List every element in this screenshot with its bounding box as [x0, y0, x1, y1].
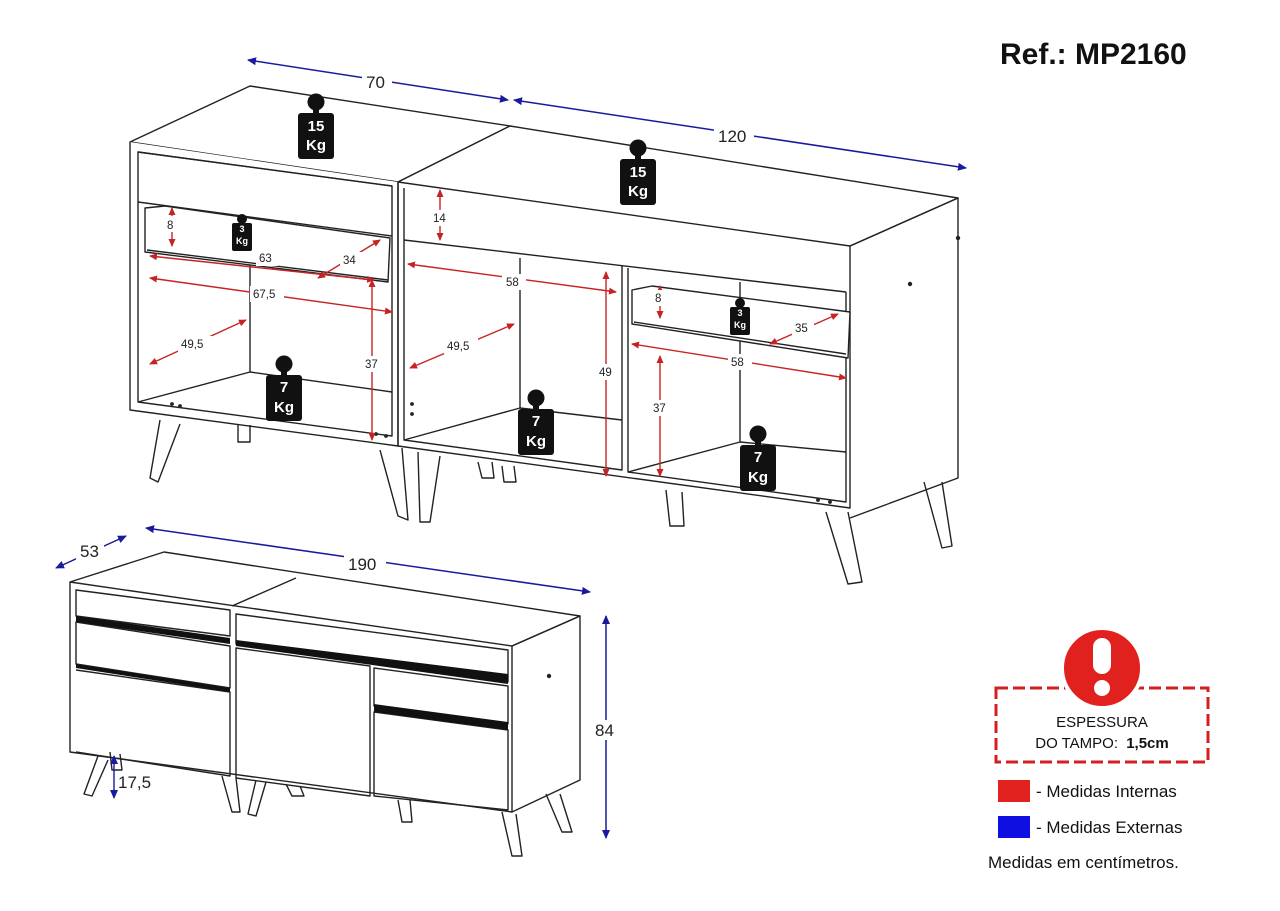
- warning-line2-value: 1,5cm: [1126, 735, 1169, 752]
- svg-text:Kg: Kg: [526, 433, 546, 450]
- svg-text:Kg: Kg: [628, 183, 648, 200]
- weight-icon-shelf-right: 7 Kg: [740, 425, 776, 491]
- dim-center-height: 49: [599, 367, 612, 379]
- weight-icon-drawer-right: 3 Kg: [730, 298, 750, 335]
- svg-text:15: 15: [308, 118, 325, 135]
- dim-center-depth: 49,5: [447, 341, 469, 353]
- dim-left-width: 67,5: [253, 289, 275, 301]
- dim-drawer-right-height: 8: [655, 293, 661, 305]
- dim-top-drawer-height: 14: [433, 213, 446, 225]
- weight-icon-drawer-left: 3 Kg: [232, 214, 252, 251]
- warning-box: ESPESSURA DO TAMPO: 1,5cm: [994, 626, 1210, 764]
- legend-note: Medidas em centímetros.: [988, 853, 1179, 872]
- svg-text:7: 7: [280, 379, 288, 396]
- dim-drawer-left-width: 63: [259, 253, 272, 265]
- dim-84-label: 84: [595, 721, 614, 740]
- legend: - Medidas Internas - Medidas Externas Me…: [988, 780, 1182, 872]
- dim-left-depth: 49,5: [181, 339, 203, 351]
- dim-center-width: 58: [506, 277, 519, 289]
- legend-external-label: - Medidas Externas: [1036, 818, 1182, 837]
- dim-70-label: 70: [366, 73, 385, 92]
- warning-line2-prefix: DO TAMPO:: [1035, 735, 1118, 752]
- weight-icon-top-right: 15 Kg: [620, 139, 656, 205]
- svg-text:7: 7: [532, 413, 540, 430]
- legend-swatch-external: [998, 816, 1030, 838]
- dim-right-width: 58: [731, 357, 744, 369]
- weight-icon-shelf-left: 7 Kg: [266, 355, 302, 421]
- dim-53-label: 53: [80, 542, 99, 561]
- reference-title: Ref.: MP2160: [1000, 38, 1187, 71]
- dim-190-label: 190: [348, 555, 376, 574]
- svg-text:Kg: Kg: [306, 137, 326, 154]
- legend-swatch-internal: [998, 780, 1030, 802]
- svg-text:Kg: Kg: [748, 469, 768, 486]
- closed-furniture-view: [69, 551, 581, 857]
- dim-120-label: 120: [718, 127, 746, 146]
- top-internal-dim-labels: 8 63 34 67,5 49,5 37 14 58 49,5 49 8 35 …: [164, 210, 814, 416]
- svg-text:3: 3: [239, 224, 244, 234]
- top-external-dims: 70 120: [247, 57, 967, 171]
- dim-drawer-left-depth: 34: [343, 255, 356, 267]
- exclamation-icon: [1060, 626, 1144, 710]
- warning-line2: DO TAMPO: 1,5cm: [1035, 735, 1169, 752]
- svg-text:Kg: Kg: [734, 320, 746, 330]
- warning-line1: ESPESSURA: [1056, 714, 1148, 731]
- svg-text:Kg: Kg: [274, 399, 294, 416]
- weight-icon-top-left: 15 Kg: [298, 93, 334, 159]
- weight-icon-shelf-center: 7 Kg: [518, 389, 554, 455]
- bottom-external-dims: 53 190 84 17,5: [55, 525, 620, 839]
- dim-right-height: 37: [653, 403, 666, 415]
- dim-drawer-right-depth: 35: [795, 323, 808, 335]
- svg-text:Kg: Kg: [236, 236, 248, 246]
- dim-left-height: 37: [365, 359, 378, 371]
- svg-text:7: 7: [754, 449, 762, 466]
- legend-internal-label: - Medidas Internas: [1036, 782, 1177, 801]
- svg-text:3: 3: [737, 308, 742, 318]
- open-furniture-view: [129, 85, 961, 585]
- svg-text:15: 15: [630, 164, 647, 181]
- dim-leg-label: 17,5: [118, 773, 151, 792]
- dim-drawer-left-height: 8: [167, 220, 173, 232]
